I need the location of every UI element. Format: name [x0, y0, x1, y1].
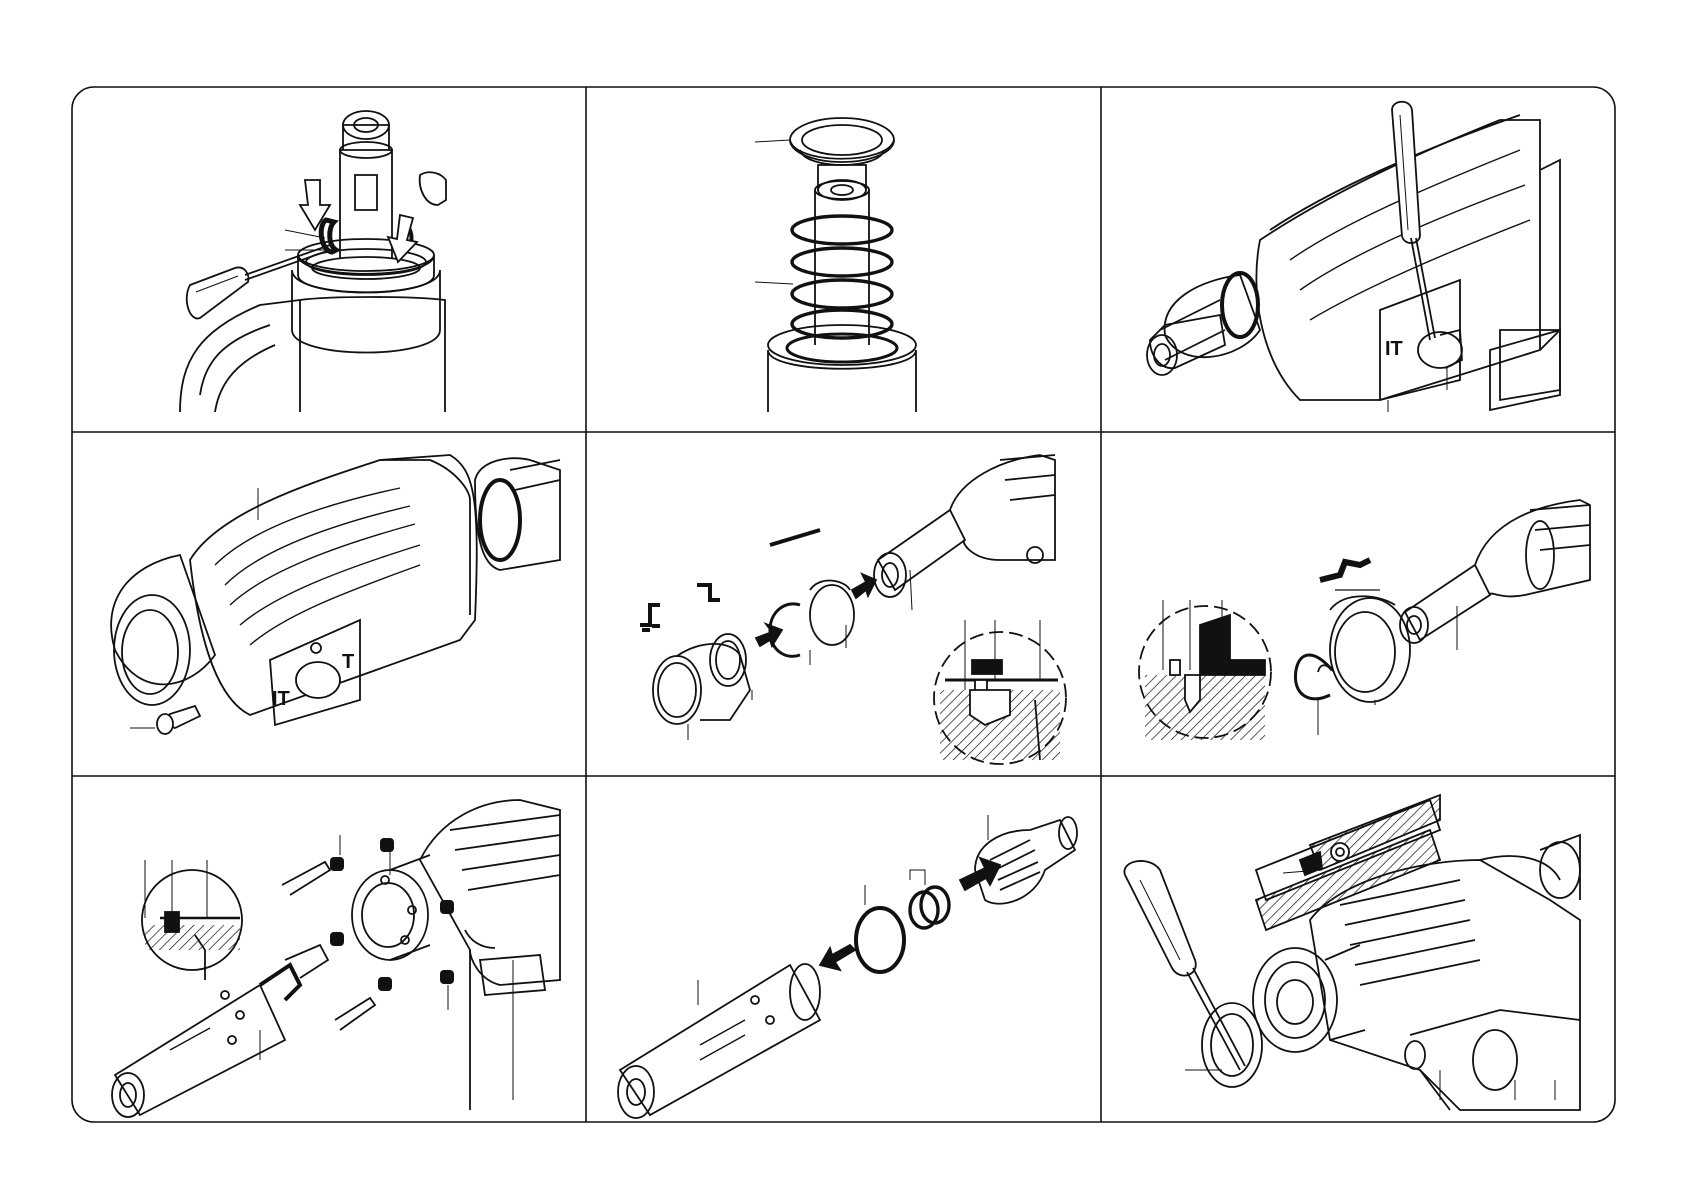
- tweezers: [282, 862, 330, 895]
- loose-clip-part: [420, 172, 446, 205]
- spindle-shaft: [878, 510, 965, 590]
- ball: [330, 857, 344, 871]
- spindle-shaft: [1405, 565, 1490, 640]
- ball-group: [330, 838, 454, 991]
- chuck-collar: [292, 270, 440, 353]
- section-detail-circle: [142, 860, 242, 980]
- mode-symbol-hammer-drill: IT: [272, 688, 290, 710]
- screwdriver-handle: [1124, 861, 1195, 976]
- section-detail-circle: [934, 620, 1066, 764]
- panel-frame: [72, 87, 1615, 1122]
- spindle-tip: [818, 180, 866, 200]
- spindle-shaft: [340, 150, 392, 258]
- panel-4-gear-housing: IT T: [111, 455, 560, 734]
- insert-arrow: [852, 574, 876, 598]
- section-detail-circle: [1139, 600, 1271, 740]
- compression-spring: [792, 216, 892, 338]
- ball: [440, 970, 454, 984]
- profile-symbol: [640, 605, 660, 630]
- profile-symbol: [770, 530, 820, 545]
- ball: [378, 977, 392, 991]
- panel-5-spindle-rings: [640, 455, 1066, 764]
- mode-symbol-hammer: T: [342, 651, 354, 673]
- spindle-tip: [1277, 980, 1313, 1024]
- screwdriver-handle: [1392, 102, 1420, 243]
- o-ring: [856, 908, 904, 972]
- spindle-tip: [1150, 315, 1225, 368]
- mode-selector-knob: [296, 662, 340, 698]
- screwdriver-shaft: [1411, 238, 1430, 340]
- profile-symbol: [1320, 560, 1370, 580]
- leader-line: [910, 870, 925, 885]
- insert-arrow: [756, 624, 782, 646]
- gear-housing: [420, 800, 560, 985]
- panel-9-seal-removal: [1124, 795, 1580, 1110]
- panel-6-spindle-seal-circlip: [1139, 500, 1590, 740]
- remove-arrow: [820, 945, 855, 970]
- circlip: [1295, 655, 1332, 699]
- panel-8-striker-o-rings: [618, 815, 1077, 1118]
- spindle-shaft: [815, 190, 869, 345]
- ball: [330, 932, 344, 946]
- panel-2-cap-and-spring: [755, 118, 916, 412]
- screwdriver-handle: [187, 267, 249, 318]
- profile-symbol: [697, 585, 720, 600]
- panel-7-spindle-balls: [112, 800, 560, 1117]
- ball: [380, 838, 394, 852]
- section-detail-inset: [1256, 795, 1440, 930]
- screwdriver-shaft: [1187, 972, 1240, 1070]
- leader-line: [910, 570, 912, 610]
- panel-1-chuck-clip-removal: [180, 111, 446, 412]
- seal-ring: [1330, 598, 1410, 702]
- tweezers: [335, 998, 375, 1030]
- panel-3-mode-selector: IT: [1147, 102, 1560, 412]
- mode-symbol-hammer-drill: IT: [1385, 338, 1403, 360]
- ball: [440, 900, 454, 914]
- gear-housing: [1310, 860, 1580, 1110]
- ring-a: [653, 656, 701, 724]
